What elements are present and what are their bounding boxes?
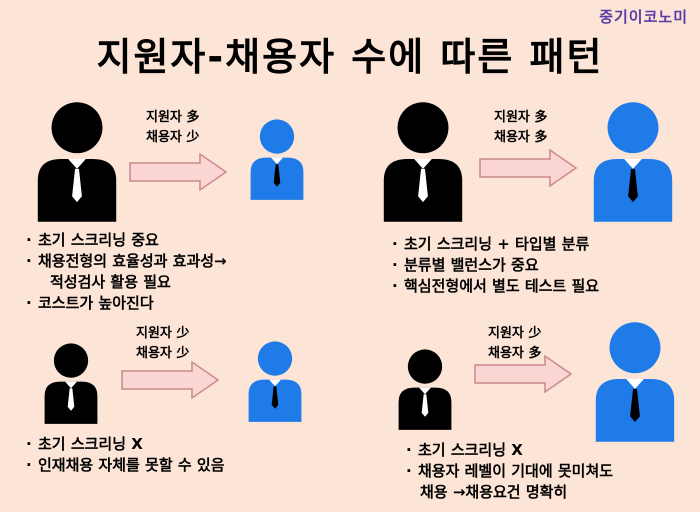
note-item: 초기 스크리닝 + 타입별 분류 (390, 234, 599, 255)
applicant-figure-icon (37, 102, 117, 222)
quadrant-many-applicants-few-recruiters: 지원자 多 채용자 少 초기 스크리닝 중요 채용전형의 효율성과 효과성→ 적… (0, 0, 350, 320)
recruiter-count-label: 채용자 少 (136, 346, 190, 361)
recruiter-figure-icon (593, 102, 673, 222)
note-item-continued: 적성검사 활용 필요 (50, 273, 171, 291)
applicant-figure-icon (398, 349, 452, 430)
brand-logo: 중기이코노미 (599, 8, 688, 26)
note-item: 초기 스크리닝 X (24, 434, 225, 455)
note-item: 초기 스크리닝 X (404, 440, 613, 461)
recruiter-count-label: 채용자 少 (146, 130, 200, 145)
applicant-figure-icon (383, 102, 463, 222)
applicant-figure-icon (44, 343, 98, 424)
applicant-count-label: 지원자 少 (136, 326, 190, 341)
note-item: 초기 스크리닝 중요 (24, 230, 227, 251)
quadrant-few-applicants-few-recruiters: 지원자 少 채용자 少 초기 스크리닝 X 인재채용 자체를 못할 수 있음 (0, 320, 350, 512)
right-arrow-icon (121, 360, 220, 400)
right-arrow-icon (479, 148, 578, 188)
recruiter-count-label: 채용자 多 (494, 130, 548, 145)
applicant-count-label: 지원자 多 (494, 110, 548, 125)
applicant-count-label: 지원자 多 (146, 110, 200, 125)
recruiter-figure-icon (595, 322, 675, 442)
note-item: 인재채용 자체를 못할 수 있음 (24, 455, 225, 476)
applicant-count-label: 지원자 少 (488, 326, 542, 341)
recruiter-figure-icon (248, 341, 302, 422)
recruiter-figure-icon (250, 119, 304, 200)
quadrant-many-applicants-many-recruiters: 지원자 多 채용자 多 초기 스크리닝 + 타입별 분류 분류별 밸런스가 중요… (350, 0, 700, 320)
note-item: 핵심전형에서 별도 테스트 필요 (390, 276, 599, 297)
page-title: 지원자-채용자 수에 따른 패턴 (96, 35, 604, 79)
note-item-continued: 채용 →채용요건 명확히 (420, 483, 568, 501)
right-arrow-icon (474, 354, 573, 394)
note-item: 채용자 레벨이 기대에 못미쳐도 (404, 461, 613, 482)
note-item: 채용전형의 효율성과 효과성→ (24, 251, 227, 272)
note-item: 분류별 밸런스가 중요 (390, 255, 599, 276)
recruiter-count-label: 채용자 多 (488, 346, 542, 361)
note-item: 코스트가 높아진다 (24, 293, 227, 314)
right-arrow-icon (129, 152, 228, 192)
quadrant-few-applicants-many-recruiters: 지원자 少 채용자 多 초기 스크리닝 X 채용자 레벨이 기대에 못미쳐도 채… (350, 320, 700, 512)
